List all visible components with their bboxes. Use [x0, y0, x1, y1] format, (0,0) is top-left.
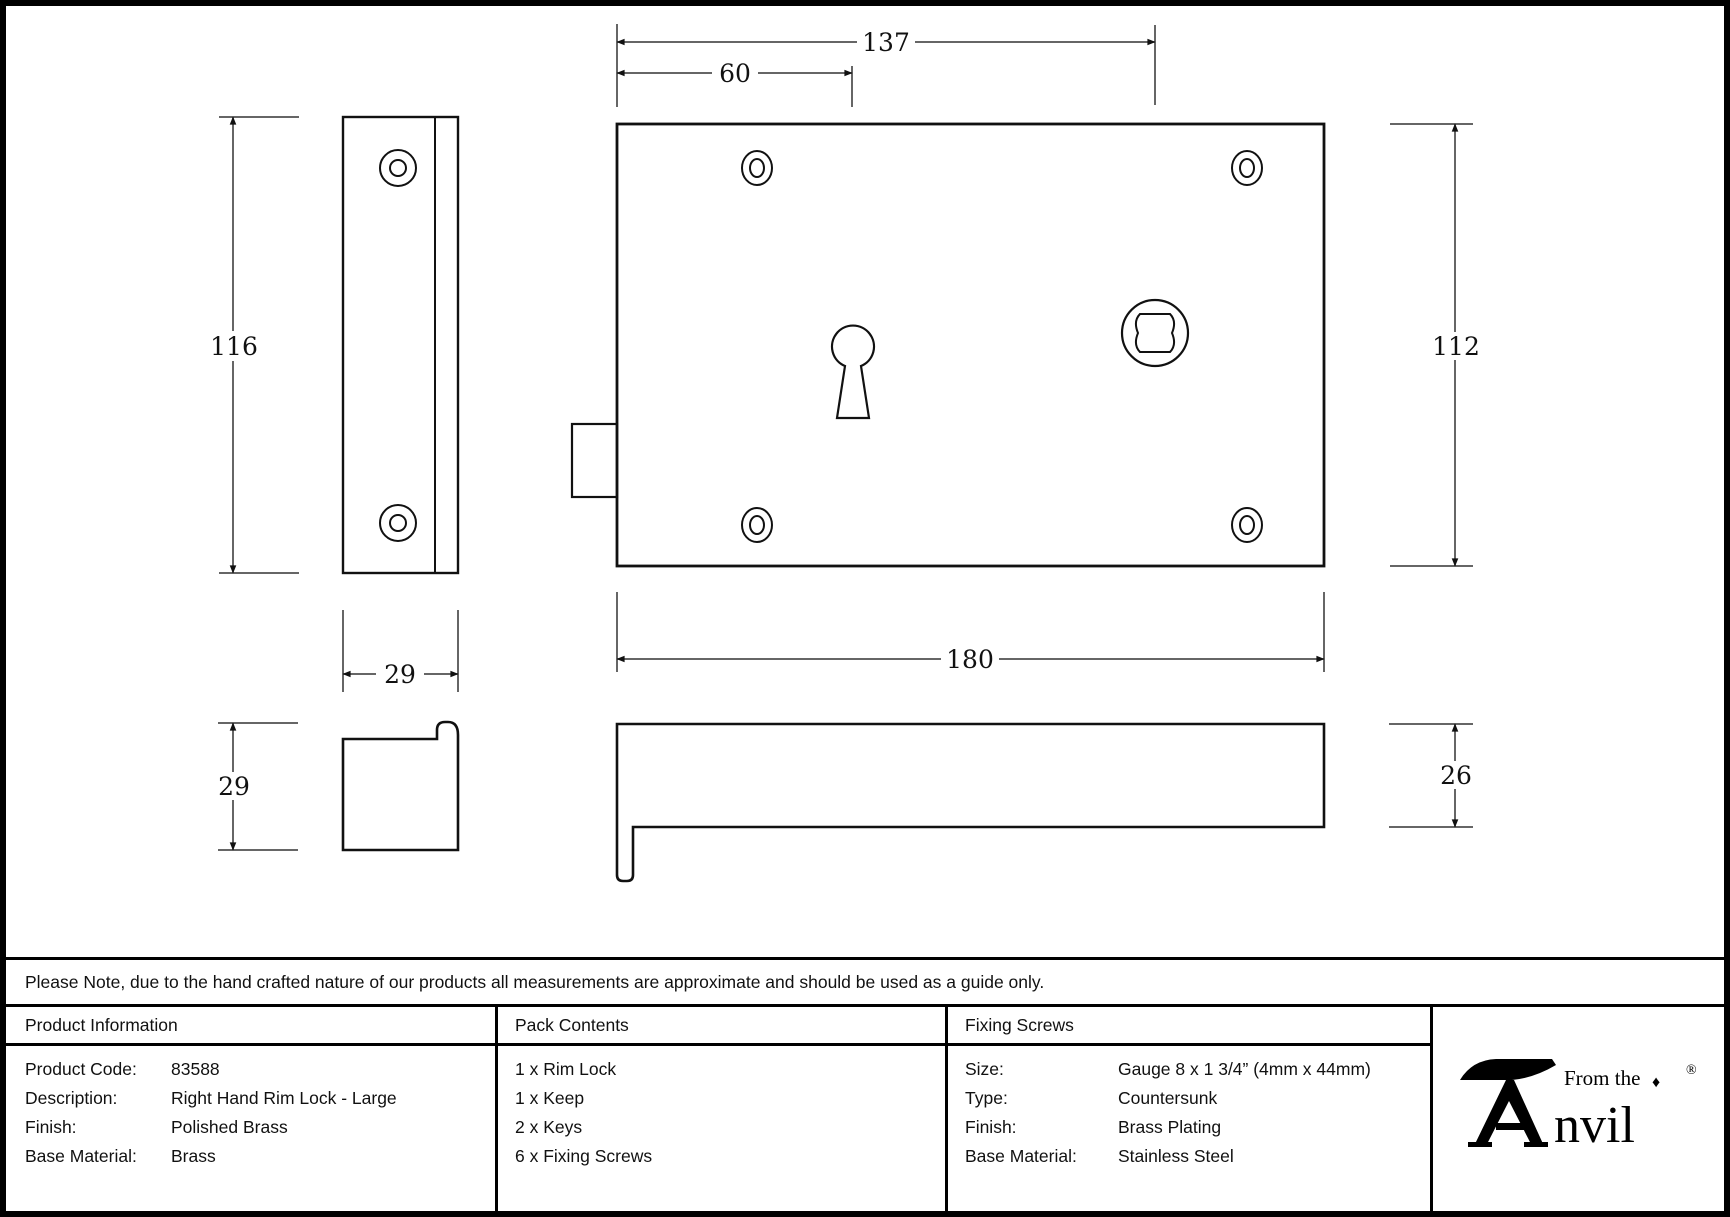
case-screw-hole-bottom-right-inner — [1239, 515, 1255, 535]
dimension-labels: 137 60 116 29 29 112 180 26 — [210, 28, 1480, 801]
list-item: 1 x Keep — [515, 1088, 585, 1108]
case-screw-hole-top-left-inner — [749, 158, 765, 178]
list-item: 1 x Rim Lock — [515, 1059, 617, 1079]
latch-bolt — [570, 422, 619, 499]
keep-screw-hole-bottom — [379, 504, 417, 542]
logo-brand-text: nvil — [1554, 1097, 1635, 1154]
body-row-top-border — [6, 1043, 1430, 1046]
case-screw-holes — [741, 150, 1263, 543]
header-product-information-label: Product Information — [25, 1014, 178, 1035]
table-row: Finish: Polished Brass — [25, 1113, 485, 1142]
screw-base-material-label: Base Material: — [965, 1146, 1077, 1166]
header-pack-contents: Pack Contents — [515, 1007, 935, 1043]
logo-diamond-icon: ♦ — [1652, 1074, 1660, 1091]
dim-case-height: 112 — [1432, 332, 1480, 361]
keep-screw-hole-top — [379, 149, 417, 187]
dim-keep-depth: 29 — [218, 772, 250, 801]
header-fixing-screws-label: Fixing Screws — [965, 1014, 1074, 1035]
lock-case-bottom-view — [615, 722, 1326, 883]
header-row-top-border — [6, 1004, 1724, 1007]
lock-case-front-view — [570, 122, 1326, 568]
screw-finish-value: Brass Plating — [1118, 1117, 1222, 1137]
screw-type-value: Countersunk — [1118, 1088, 1218, 1108]
case-screw-hole-bottom-left — [741, 507, 773, 543]
dim-keep-height: 116 — [210, 332, 258, 361]
product-code-value: 83588 — [171, 1059, 220, 1079]
dim-width-to-spindle: 137 — [862, 28, 910, 57]
list-item: 6 x Fixing Screws — [515, 1146, 653, 1166]
measurement-note-row: Please Note, due to the hand crafted nat… — [6, 960, 1724, 1004]
registered-trademark-icon: ® — [1686, 1063, 1697, 1078]
dim-case-width: 180 — [946, 645, 994, 674]
description-value: Right Hand Rim Lock - Large — [171, 1088, 397, 1108]
dimension-annotations — [218, 24, 1473, 851]
finish-label: Finish: — [25, 1117, 77, 1137]
measurement-note-text: Please Note, due to the hand crafted nat… — [25, 971, 1045, 992]
keep-plate-outline — [341, 115, 460, 575]
from-the-anvil-logo: From the ♦ ® nvil — [1460, 1059, 1697, 1154]
keep-screw-hole-top-inner — [389, 159, 407, 177]
table-row: Finish: Brass Plating — [965, 1113, 1420, 1142]
table-row: Base Material: Brass — [25, 1142, 485, 1171]
table-row: Type: Countersunk — [965, 1084, 1420, 1113]
keep-profile-view — [341, 720, 460, 852]
case-screw-hole-bottom-left-inner — [749, 515, 765, 535]
keyhole — [830, 324, 876, 420]
dimension-label-masks — [205, 28, 1485, 800]
logo-prefix-text: From the — [1564, 1066, 1640, 1090]
case-screw-hole-top-left — [741, 150, 773, 186]
base-material-label: Base Material: — [25, 1146, 137, 1166]
keep-screw-hole-bottom-inner — [389, 514, 407, 532]
divider-pack-fixing — [945, 1004, 948, 1211]
technical-drawing: 137 60 116 29 29 112 180 26 — [205, 24, 1485, 883]
dim-case-depth: 26 — [1440, 761, 1472, 790]
case-screw-hole-top-right — [1231, 150, 1263, 186]
header-fixing-screws: Fixing Screws — [965, 1007, 1415, 1043]
product-information-cell: Product Code: 83588 Description: Right H… — [25, 1055, 485, 1171]
lock-case-outline — [615, 122, 1326, 568]
dim-keep-width: 29 — [384, 660, 416, 689]
screw-type-label: Type: — [965, 1088, 1008, 1108]
table-row: Product Code: 83588 — [25, 1055, 485, 1084]
table-row: Size: Gauge 8 x 1 3/4” (4mm x 44mm) — [965, 1055, 1420, 1084]
anvil-icon — [1460, 1059, 1556, 1147]
fixing-screws-cell: Size: Gauge 8 x 1 3/4” (4mm x 44mm) Type… — [965, 1055, 1420, 1171]
table-row: Base Material: Stainless Steel — [965, 1142, 1420, 1171]
keep-profile-outline — [341, 720, 460, 852]
table-row: Description: Right Hand Rim Lock - Large — [25, 1084, 485, 1113]
screw-base-material-value: Stainless Steel — [1118, 1146, 1234, 1166]
screw-finish-label: Finish: — [965, 1117, 1017, 1137]
base-material-value: Brass — [171, 1146, 216, 1166]
keep-front-view — [341, 115, 460, 575]
lock-case-bottom-outline — [615, 722, 1326, 883]
case-screw-hole-top-right-inner — [1239, 158, 1255, 178]
screw-size-value: Gauge 8 x 1 3/4” (4mm x 44mm) — [1118, 1059, 1371, 1079]
dim-width-to-keyhole: 60 — [719, 59, 751, 88]
product-code-label: Product Code: — [25, 1059, 137, 1079]
divider-fixing-logo — [1430, 1004, 1433, 1211]
screw-size-label: Size: — [965, 1059, 1004, 1079]
finish-value: Polished Brass — [171, 1117, 288, 1137]
divider-product-pack — [495, 1004, 498, 1211]
pack-contents-cell: 1 x Rim Lock 1 x Keep 2 x Keys 6 x Fixin… — [515, 1055, 935, 1171]
header-product-information: Product Information — [25, 1007, 485, 1043]
list-item: 2 x Keys — [515, 1117, 583, 1137]
case-screw-hole-bottom-right — [1231, 507, 1263, 543]
description-label: Description: — [25, 1088, 118, 1108]
spindle-follower — [1134, 313, 1176, 353]
header-pack-contents-label: Pack Contents — [515, 1014, 629, 1035]
note-row-top-border — [6, 957, 1724, 960]
spindle-hole — [1120, 298, 1190, 368]
